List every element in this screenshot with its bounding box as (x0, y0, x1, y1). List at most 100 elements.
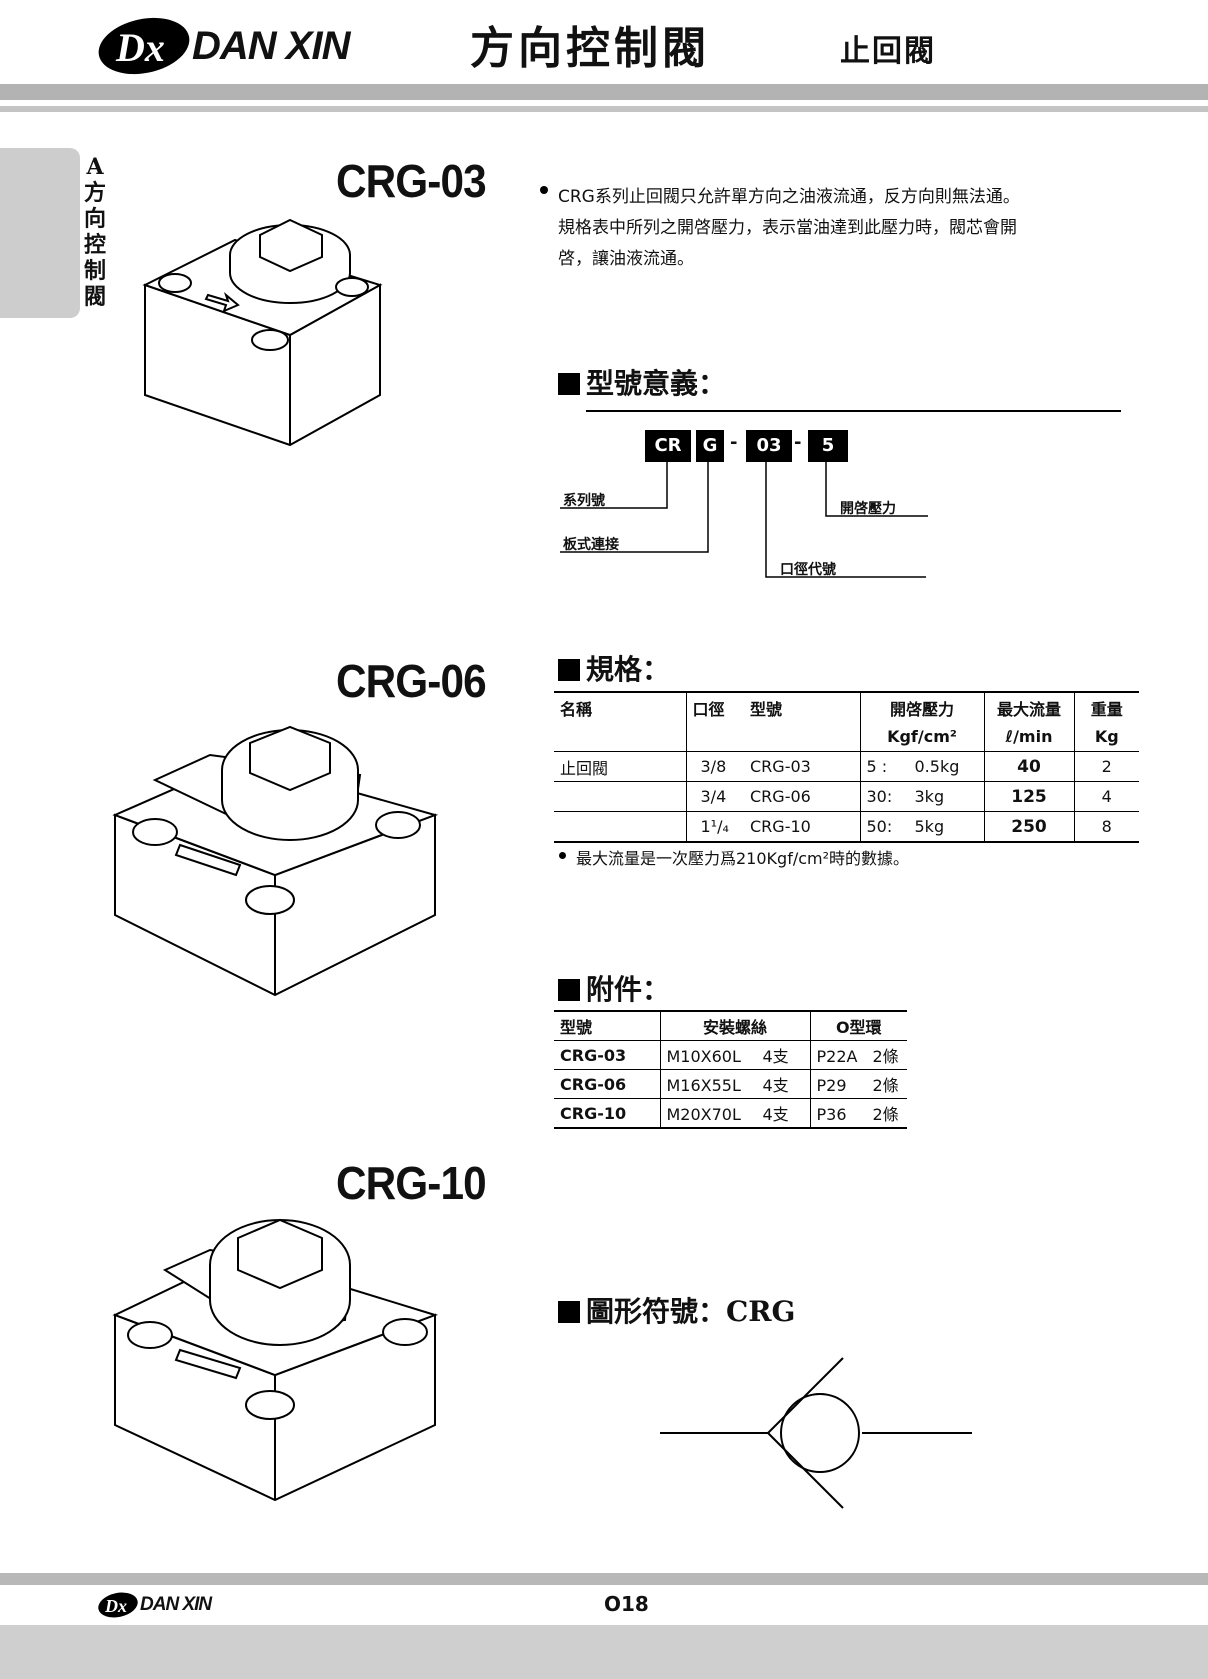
spec-flow: 250 (984, 811, 1075, 842)
footer-logo: Dx DAN XIN (96, 1590, 236, 1620)
model-label-crg03: CRG-03 (336, 155, 487, 207)
logo-letters: Dx (104, 1596, 127, 1616)
footer-bar (0, 1573, 1208, 1585)
spec-header-model: 型號 (744, 692, 861, 722)
spec-note: 最大流量是一次壓力爲210Kgf/cm²時的數據。 (576, 849, 910, 868)
square-bullet-icon (558, 373, 580, 395)
spec-size: 3/4 (700, 787, 727, 806)
spec-header-size: 口徑 (692, 699, 725, 719)
table-row: 止回閥 3/8 CRG-03 5 :0.5kg 40 2 (554, 751, 1139, 782)
brand-name: DAN XIN (192, 24, 350, 68)
model-label-crg10: CRG-10 (336, 1157, 487, 1209)
acc-model: CRG-10 (554, 1098, 661, 1128)
spec-header-row: 名稱 口徑 型號 開啓壓力 最大流量 重量 (554, 692, 1139, 722)
spec-weight: 2 (1101, 757, 1112, 776)
code-dash: - (794, 432, 802, 453)
spec-unit-row: Kgf/cm² ℓ/min Kg (554, 722, 1139, 752)
side-tab-char: 制 (83, 258, 106, 284)
side-tab-char: A (86, 154, 104, 180)
description-line: 啓，讓油液流通。 (558, 249, 694, 269)
page-number: O18 (604, 1592, 649, 1616)
spec-pressure: 5 :0.5kg (860, 751, 985, 782)
acc-model: CRG-03 (554, 1040, 661, 1070)
section-spec-heading: 規格： (558, 648, 670, 688)
spec-model: CRG-06 (744, 781, 861, 812)
section-rule (586, 410, 1121, 412)
spec-name-value: 止回閥 (554, 751, 687, 782)
spec-flow: 40 (984, 751, 1075, 782)
model-label-crg06: CRG-06 (336, 655, 487, 707)
side-tab-char: 向 (83, 206, 106, 232)
spec-model: CRG-03 (744, 751, 861, 782)
spec-pressure: 30:3kg (860, 781, 985, 812)
bullet-icon (559, 852, 566, 859)
code-label-series: 系列號 (563, 493, 605, 509)
dx-logo-icon: Dx (98, 17, 190, 75)
side-tab-char: 控 (83, 232, 106, 258)
spec-table: 名稱 口徑 型號 開啓壓力 最大流量 重量 Kgf/cm² ℓ/min Kg 止… (554, 691, 1139, 843)
code-dash: - (730, 432, 738, 453)
square-bullet-icon (558, 1301, 580, 1323)
logo-letters: Dx (115, 25, 165, 70)
page-title: 方向控制閥 (470, 23, 710, 74)
table-row: 1¹/₄ CRG-10 50:5kg 250 8 (554, 811, 1139, 842)
section-symbol-heading: 圖形符號：CRG (558, 1290, 795, 1330)
footer-brand: DAN XIN (140, 1594, 212, 1615)
acc-header-model: 型號 (554, 1011, 661, 1041)
spec-flow: 125 (984, 781, 1075, 812)
valve-crg03-illustration (142, 218, 383, 447)
spec-header-flow: 最大流量 (984, 692, 1075, 722)
accessories-header-row: 型號 安裝螺絲 O型環 (554, 1011, 907, 1041)
header-bar (0, 84, 1208, 100)
code-box-size: 03 (746, 430, 792, 462)
section-model-code-heading: 型號意義： (558, 362, 726, 402)
side-tab-char: 閥 (83, 284, 106, 310)
code-leader-lines (560, 460, 928, 578)
dx-logo-icon: Dx (98, 1592, 138, 1618)
section-accessories-heading: 附件： (558, 968, 670, 1008)
acc-header-oring: O型環 (835, 1018, 882, 1037)
acc-header-screw: 安裝螺絲 (660, 1011, 811, 1041)
code-box-series: CR (645, 430, 691, 462)
acc-model: CRG-06 (554, 1069, 661, 1099)
valve-crg10-illustration (112, 1218, 439, 1502)
square-bullet-icon (558, 659, 580, 681)
spec-unit-weight: Kg (1094, 727, 1119, 746)
side-tab-char: 方 (83, 180, 106, 206)
description-line: CRG系列止回閥只允許單方向之油液流通，反方向則無法通。 (558, 187, 1020, 207)
side-tab[interactable]: A 方 向 控 制 閥 (0, 148, 106, 318)
valve-crg06-illustration (112, 725, 439, 997)
spec-weight: 4 (1101, 787, 1112, 806)
description-line: 規格表中所列之開啓壓力，表示當油達到此壓力時，閥芯會開 (558, 218, 1017, 238)
description: CRG系列止回閥只允許單方向之油液流通，反方向則無法通。 規格表中所列之開啓壓力… (558, 182, 1098, 275)
header-logo: Dx DAN XIN (96, 14, 396, 75)
spec-header-pressure: 開啓壓力 (860, 692, 985, 722)
spec-header-name: 名稱 (554, 692, 687, 722)
footer-band (0, 1625, 1208, 1679)
page-subtitle: 止回閥 (840, 34, 936, 69)
square-bullet-icon (558, 979, 580, 1001)
code-box-plate: G (696, 430, 724, 462)
spec-header-weight: 重量 (1090, 699, 1123, 719)
check-valve-symbol-icon (660, 1357, 972, 1509)
table-row: 3/4 CRG-06 30:3kg 125 4 (554, 781, 1139, 812)
spec-unit-flow: ℓ/min (984, 722, 1075, 752)
spec-model: CRG-10 (744, 811, 861, 842)
header-bar-thin (0, 106, 1208, 112)
spec-weight: 8 (1101, 817, 1112, 836)
spec-size: 1¹/₄ (700, 817, 729, 836)
bullet-icon (540, 186, 548, 194)
code-label-plate: 板式連接 (563, 537, 619, 553)
code-box-pressure: 5 (808, 430, 848, 462)
spec-size: 3/8 (700, 757, 727, 776)
